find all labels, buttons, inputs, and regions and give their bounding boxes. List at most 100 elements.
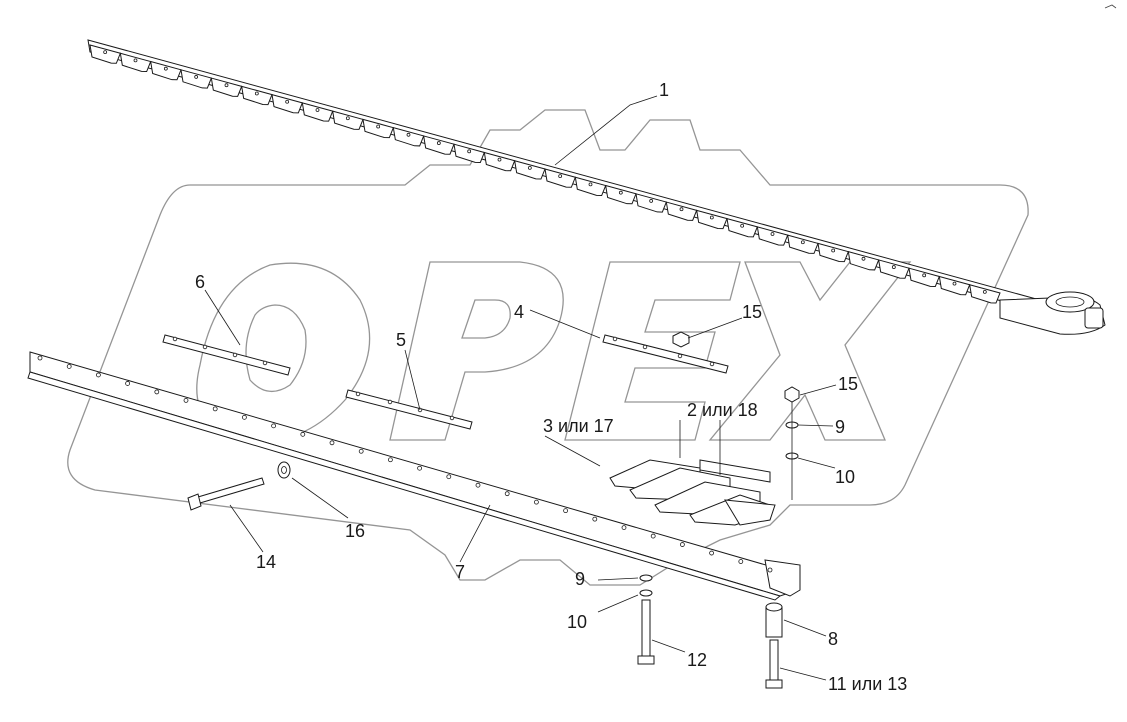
finger-bar-hole <box>96 372 101 378</box>
knife-section <box>817 242 850 263</box>
finger-bar-hole <box>212 406 218 412</box>
callout-1: 1 <box>659 80 669 100</box>
knife-section <box>847 250 880 271</box>
knife-section <box>150 60 182 81</box>
bolt-11-13 <box>765 639 783 689</box>
bolt-14 <box>187 477 265 511</box>
knife-rivet <box>436 141 441 145</box>
knife-section <box>696 209 728 230</box>
finger-bar-hole <box>125 381 130 386</box>
knife-rivet <box>194 75 199 79</box>
knife-section <box>210 77 243 97</box>
knife-rivet <box>133 58 138 63</box>
knife-section <box>241 85 273 106</box>
knife-rivet <box>831 248 836 253</box>
knife-section <box>635 193 668 213</box>
finger-bar-hole <box>592 516 598 522</box>
knife-section <box>665 201 698 221</box>
callout-3-or-17: 3 или 17 <box>543 416 614 436</box>
watermark-letter-x <box>708 261 912 441</box>
finger-bar-holes <box>37 355 773 573</box>
knife-rivet <box>406 132 411 137</box>
knife-section <box>301 102 334 122</box>
callout-14: 14 <box>256 552 276 572</box>
knife-rivet <box>224 83 229 88</box>
watermark-letter-p <box>389 261 564 441</box>
callout-8: 8 <box>828 629 838 649</box>
knife-section <box>908 267 941 287</box>
finger-bar-hole <box>154 389 160 395</box>
callout-7: 7 <box>455 562 465 582</box>
bolt-12 <box>637 599 655 665</box>
knife-rivet <box>163 66 168 71</box>
finger-bar-hole <box>241 414 247 420</box>
knife-section <box>605 184 637 205</box>
watermark-frame <box>67 109 1029 586</box>
knife-rivet <box>891 265 896 269</box>
finger-bar-hole <box>66 364 72 369</box>
knife-rivet <box>952 281 957 286</box>
knife-section <box>938 275 971 296</box>
knife-section <box>392 126 425 147</box>
callout-12: 12 <box>687 650 707 670</box>
nut-15-upper <box>672 331 690 348</box>
plate-5 <box>345 389 473 430</box>
finger-bar-hole <box>446 474 452 480</box>
finger-bar-hole <box>709 550 714 556</box>
nut-15-right <box>784 386 800 403</box>
knife-section <box>271 93 304 114</box>
finger-bar-hole <box>534 499 539 505</box>
knife-rivet <box>588 182 593 187</box>
finger-bar-hole <box>183 397 189 403</box>
knife-rivet <box>285 99 290 104</box>
finger-bar-hole <box>358 448 364 454</box>
knife-rivet <box>376 124 381 129</box>
knife-section <box>119 52 152 73</box>
knife-section <box>969 284 1001 304</box>
finger-bar-hole <box>504 491 510 497</box>
knife-section <box>332 110 364 130</box>
leader-lines <box>204 95 837 681</box>
finger-bar <box>27 351 801 601</box>
knife-section <box>544 168 577 188</box>
knife-rivet <box>861 256 866 261</box>
knife-rivet <box>467 149 472 154</box>
spacer-8 <box>765 602 783 638</box>
callout-5: 5 <box>396 330 406 350</box>
finger-bar-hole <box>767 567 773 573</box>
finger-bar-hole <box>475 482 481 488</box>
knife-rivet <box>497 157 502 162</box>
knife-rivet <box>982 289 987 294</box>
knife-rivet <box>770 232 775 236</box>
knife-section <box>514 160 546 180</box>
knife-assembly <box>87 39 1106 335</box>
callout-16: 16 <box>345 521 365 541</box>
finger-bar-hole <box>329 440 335 446</box>
callout-15-upper: 15 <box>742 302 762 322</box>
callout-11-or-13: 11 или 13 <box>828 674 907 694</box>
plate-4 <box>602 334 729 374</box>
knife-rivet <box>103 50 108 55</box>
knife-section <box>483 151 516 172</box>
finger-bar-hole <box>738 559 744 564</box>
finger-bar-hole <box>387 457 393 463</box>
callout-4: 4 <box>514 302 524 322</box>
finger-bar-hole <box>650 533 656 539</box>
callout-15-right: 15 <box>838 374 858 394</box>
callout-10-right: 10 <box>835 467 855 487</box>
knife-rivet <box>922 273 927 278</box>
knife-section <box>787 234 819 254</box>
callout-labels: 1 4 15 6 5 15 2 или 18 3 или 17 9 10 16 … <box>195 80 907 694</box>
finger-bar-hole <box>680 542 685 547</box>
knife-sections <box>89 44 1001 304</box>
knife-rivet <box>709 215 714 220</box>
guard-assembly <box>609 459 776 526</box>
knife-rivet <box>345 116 350 121</box>
knife-section <box>89 44 122 64</box>
washer-10-lower <box>639 589 653 597</box>
finger-bar-hole <box>621 525 627 530</box>
knife-rivet <box>649 199 654 203</box>
knife-section <box>180 69 213 89</box>
knife-rivet <box>558 174 563 179</box>
